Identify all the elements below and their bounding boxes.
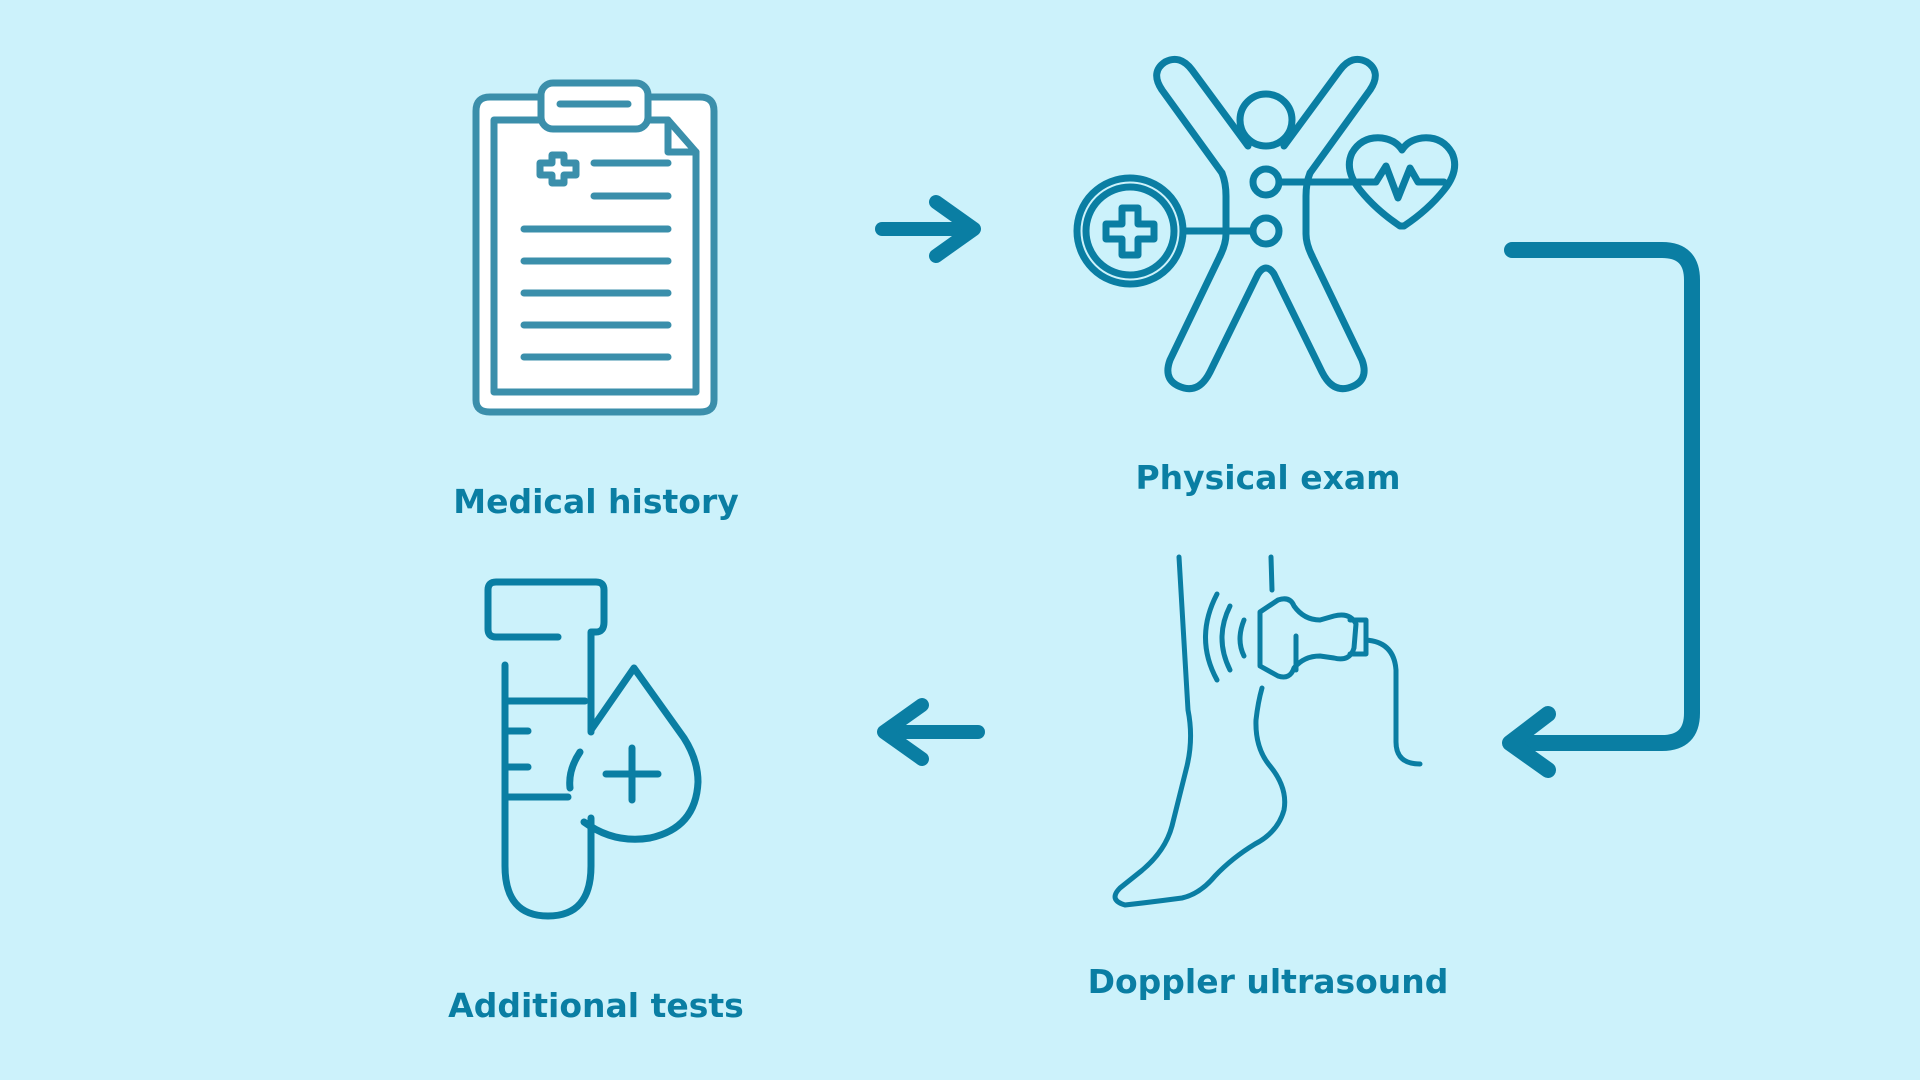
arrow-right-icon — [875, 195, 981, 263]
doppler-foot-icon — [1112, 554, 1423, 908]
arrow-left-icon — [877, 698, 985, 766]
arrow-down-return-icon — [1502, 242, 1700, 778]
test-tube-icon — [484, 578, 702, 920]
clipboard-icon — [472, 79, 718, 416]
step-label-medical-history: Medical history — [453, 482, 739, 521]
step-label-physical-exam: Physical exam — [1135, 458, 1401, 497]
step-label-additional-tests: Additional tests — [448, 986, 744, 1025]
body-exam-icon — [1073, 55, 1459, 393]
step-label-doppler-ultrasound: Doppler ultrasound — [1087, 962, 1449, 1001]
